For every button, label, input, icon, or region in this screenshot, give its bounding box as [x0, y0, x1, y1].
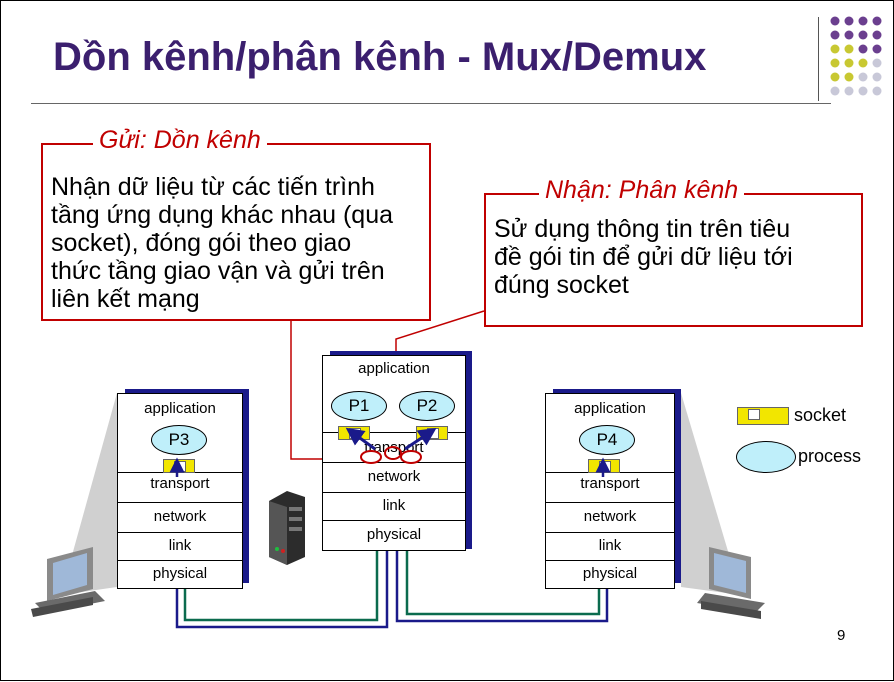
- left-host-cone: [61, 393, 117, 595]
- legend-socket-icon: [737, 407, 789, 425]
- right-host-cone: [681, 393, 741, 595]
- title-divider-vertical: [818, 17, 819, 101]
- legend-process-label: process: [798, 446, 862, 466]
- title-divider-horizontal: [31, 103, 831, 104]
- send-callout-text: Nhận dữ liệu từ các tiến trình tầng ứng …: [51, 173, 431, 313]
- decorative-dot: [858, 72, 868, 82]
- mux-circle-right: [400, 450, 422, 464]
- right-layer-link: link: [546, 532, 674, 561]
- decorative-dot: [830, 86, 840, 96]
- decorative-dot: [872, 86, 882, 96]
- receive-line-1: Sử dụng thông tin trên tiêu: [494, 215, 791, 243]
- left-layer-link: link: [118, 532, 242, 561]
- decorative-dot: [844, 72, 854, 82]
- receive-callout-text: Sử dụng thông tin trên tiêu đề gói tin đ…: [494, 215, 864, 299]
- left-computer-icon: [31, 547, 105, 617]
- decorative-dot: [872, 44, 882, 54]
- send-callout-label: Gửi: Dồn kênh: [93, 126, 267, 155]
- slide-title: Dồn kênh/phân kênh - Mux/Demux: [53, 35, 707, 79]
- right-layer-network: network: [546, 502, 674, 533]
- mux-circle-mid: [384, 446, 402, 460]
- decorative-dot: [830, 72, 840, 82]
- receive-line-2: đề gói tin để gửi dữ liệu tới: [494, 243, 793, 271]
- send-line-5: liên kết mạng: [51, 285, 200, 313]
- decorative-dot: [830, 30, 840, 40]
- process-p2: P2: [399, 391, 455, 421]
- send-line-3: socket), đóng gói theo giao: [51, 229, 352, 257]
- legend-socket-label: socket: [794, 405, 847, 425]
- process-p4: P4: [579, 425, 635, 455]
- server-icon: [269, 491, 305, 565]
- decorative-dot-grid: [830, 16, 882, 96]
- decorative-dot: [858, 44, 868, 54]
- decorative-dot: [872, 30, 882, 40]
- decorative-dot: [830, 44, 840, 54]
- middle-layer-application: application: [358, 360, 430, 377]
- decorative-dot: [830, 58, 840, 68]
- send-line-1: Nhận dữ liệu từ các tiến trình: [51, 173, 375, 201]
- send-line-2: tầng ứng dụng khác nhau (qua: [51, 201, 394, 229]
- decorative-dot: [844, 58, 854, 68]
- decorative-dot: [872, 16, 882, 26]
- middle-layer-link: link: [323, 492, 465, 521]
- process-p3: P3: [151, 425, 207, 455]
- middle-layer-physical: physical: [323, 520, 465, 551]
- receive-callout-label: Nhận: Phân kênh: [539, 176, 745, 205]
- decorative-dot: [858, 16, 868, 26]
- page-number: 9: [837, 627, 846, 644]
- left-layer-physical: physical: [118, 560, 242, 589]
- right-computer-icon: [697, 547, 765, 619]
- decorative-dot: [830, 16, 840, 26]
- send-line-4: thức tầng giao vận và gửi trên: [51, 257, 385, 285]
- left-layer-network: network: [118, 502, 242, 533]
- receive-callout-box: Sử dụng thông tin trên tiêu đề gói tin đ…: [484, 193, 863, 327]
- left-layer-application: application: [144, 400, 216, 417]
- right-layer-application: application: [574, 400, 646, 417]
- decorative-dot: [844, 16, 854, 26]
- decorative-dot: [844, 30, 854, 40]
- arrow-to-p2: [404, 428, 437, 451]
- process-p1: P1: [331, 391, 387, 421]
- right-layer-physical: physical: [546, 560, 674, 589]
- decorative-dot: [844, 86, 854, 96]
- receive-line-3: đúng socket: [494, 271, 629, 299]
- decorative-dot: [858, 86, 868, 96]
- arrow-to-p1: [345, 427, 376, 451]
- decorative-dot: [872, 58, 882, 68]
- decorative-dot: [844, 44, 854, 54]
- middle-layer-network: network: [323, 462, 465, 493]
- decorative-dot: [872, 72, 882, 82]
- decorative-dot: [858, 58, 868, 68]
- decorative-dot: [858, 30, 868, 40]
- legend-process-icon: [736, 441, 796, 473]
- mux-circle-left: [360, 450, 382, 464]
